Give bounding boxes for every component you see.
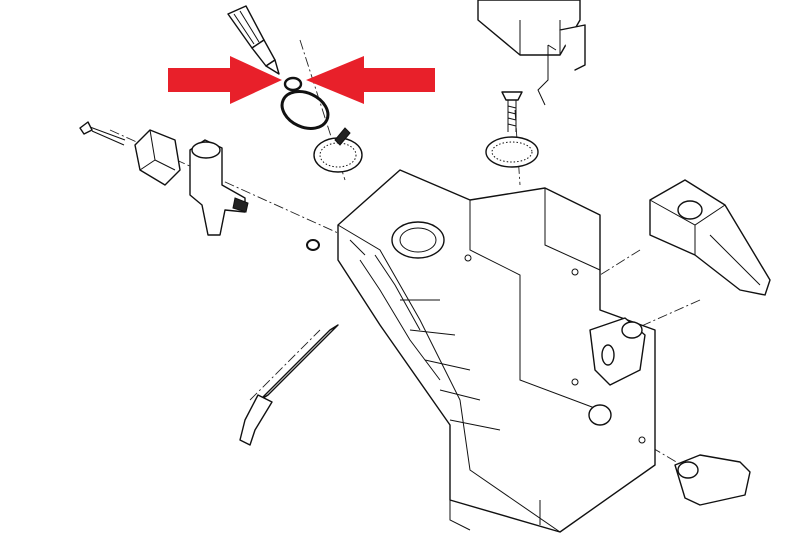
arrow-left-pointing: [306, 56, 435, 104]
left-valve-parts: [79, 121, 249, 236]
knob: [674, 454, 751, 506]
right-block: [649, 179, 771, 296]
o-rings: [280, 76, 330, 251]
o-ring-lower: [306, 239, 320, 251]
small-o-ring: [283, 76, 303, 92]
large-o-ring: [280, 90, 330, 130]
main-housing: [337, 169, 656, 533]
filter-screens: [313, 91, 539, 173]
tool: [227, 5, 280, 75]
highlight-arrows: [168, 56, 435, 104]
top-bracket: [477, 0, 586, 106]
rod: [239, 324, 339, 446]
arrow-right-pointing: [168, 56, 282, 104]
